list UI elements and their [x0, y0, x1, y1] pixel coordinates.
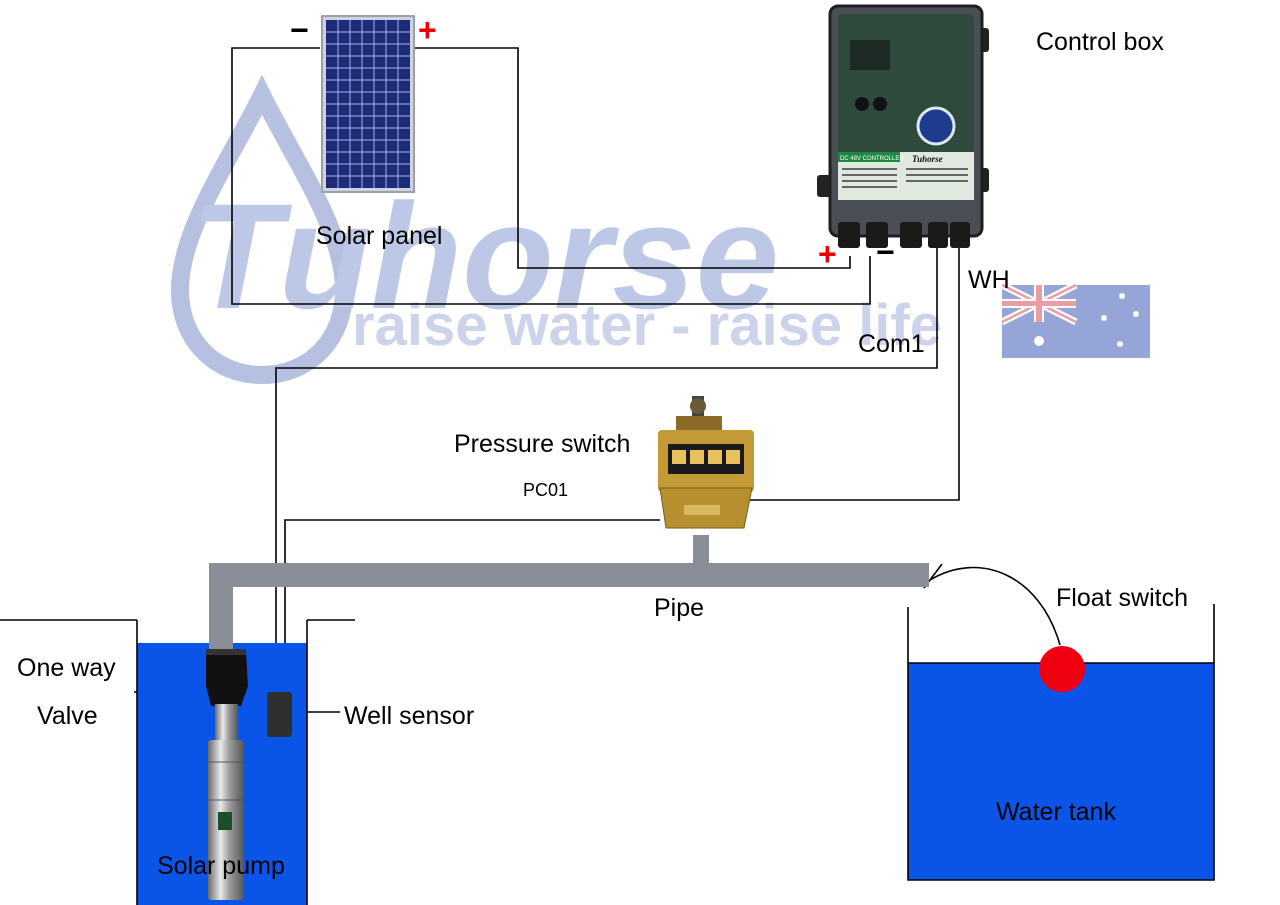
water-tank-label: Water tank: [996, 798, 1116, 826]
control-box-label: Control box: [1036, 28, 1164, 56]
solar-panel-label: Solar panel: [316, 222, 443, 250]
wire-panel-positive: [410, 47, 851, 269]
wire-pc01: [284, 519, 660, 694]
pc01-label: PC01: [523, 480, 569, 500]
box-positive-sign: +: [818, 236, 837, 272]
well-sensor-label: Well sensor: [344, 702, 475, 730]
watermark: Tuhorse raise water - raise life: [170, 74, 942, 385]
panel-positive-sign: +: [418, 12, 437, 48]
control-box-brand: Tuhorse: [912, 154, 943, 164]
valve-label: Valve: [37, 702, 98, 730]
pipe: [209, 535, 929, 659]
pressure-switch: [658, 396, 754, 529]
wire-float-switch: [929, 566, 1061, 646]
float-ball: [1039, 646, 1085, 692]
tank-water: [908, 663, 1214, 880]
solar-panel: [321, 15, 415, 193]
pressure-switch-label: Pressure switch: [454, 430, 631, 458]
water-tank: [907, 604, 1215, 881]
wire-panel-negative: [231, 47, 871, 305]
one-way-valve: [206, 649, 248, 706]
wire-wh: [712, 248, 960, 501]
wire-com1: [275, 248, 938, 694]
box-negative-sign: −: [876, 234, 895, 270]
australia-flag-icon: [1000, 281, 1150, 358]
solar-pump: [208, 704, 244, 900]
wh-label: WH: [968, 266, 1010, 294]
control-box: DC 48V CONTROLLER Tuhorse: [817, 4, 989, 248]
solar-pump-label: Solar pump: [157, 852, 285, 880]
watermark-drop-icon: [170, 74, 354, 385]
pipe-label: Pipe: [654, 594, 705, 622]
control-box-model: DC 48V CONTROLLER: [840, 156, 904, 162]
well-sensor: [267, 692, 292, 737]
watermark-slogan: raise water - raise life: [352, 293, 942, 358]
panel-negative-sign: −: [290, 12, 309, 48]
one-way-label: One way: [17, 654, 116, 682]
control-box-terminals: [838, 222, 970, 248]
watermark-brand: Tuhorse: [190, 172, 779, 340]
float-switch-label: Float switch: [1056, 584, 1188, 612]
control-box-logo-icon: [916, 106, 956, 146]
com1-label: Com1: [858, 330, 925, 358]
